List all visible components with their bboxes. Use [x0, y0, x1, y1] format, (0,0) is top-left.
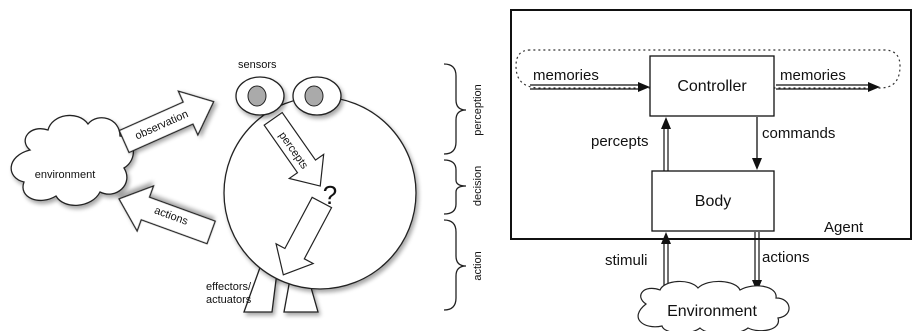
actions-arrow-right [752, 232, 762, 292]
agent-body-circle [223, 96, 417, 290]
right-agent-diagram: Agent memories memories Controller Body … [510, 9, 912, 331]
agent-frame [510, 9, 912, 240]
actions-arrow-left [118, 184, 217, 245]
brace-label-action: action [472, 251, 484, 280]
memory-loop-dotted [515, 49, 901, 89]
memories-in-label: memories [533, 67, 599, 84]
left-agent-diagram: environment observation actions sensors [10, 59, 484, 313]
action-arrow-inside [275, 196, 333, 276]
effectors-label-line1: effectors/ [206, 281, 252, 293]
memories-out-label: memories [780, 67, 846, 84]
agent-label: Agent [824, 219, 864, 236]
commands-label: commands [762, 125, 835, 142]
environment-label-left: environment [35, 169, 96, 181]
controller-label: Controller [677, 78, 747, 95]
body-label: Body [695, 193, 731, 210]
stage-braces [443, 63, 467, 311]
actions-label-right: actions [762, 249, 810, 266]
sensor-eyes [235, 76, 342, 116]
stimuli-label: stimuli [605, 252, 648, 269]
brace-label-decision: decision [472, 166, 484, 206]
effectors-label-line2: actuators [206, 294, 252, 306]
percepts-arrow-left [263, 111, 325, 187]
brace-label-perception: perception [472, 84, 484, 135]
body-box [651, 170, 775, 232]
memories-in-arrow [530, 82, 650, 92]
environment-cloud-right [637, 280, 790, 331]
controller-box [649, 55, 775, 117]
environment-label-right: Environment [667, 303, 757, 320]
percepts-label-right: percepts [591, 133, 649, 150]
environment-cloud-left [10, 114, 134, 206]
decision-question-mark: ? [323, 180, 337, 210]
commands-arrow [752, 117, 762, 170]
memories-out-arrow [776, 82, 880, 92]
percepts-arrow-right [661, 117, 671, 171]
sensors-label: sensors [238, 59, 277, 71]
observation-arrow [118, 90, 215, 154]
